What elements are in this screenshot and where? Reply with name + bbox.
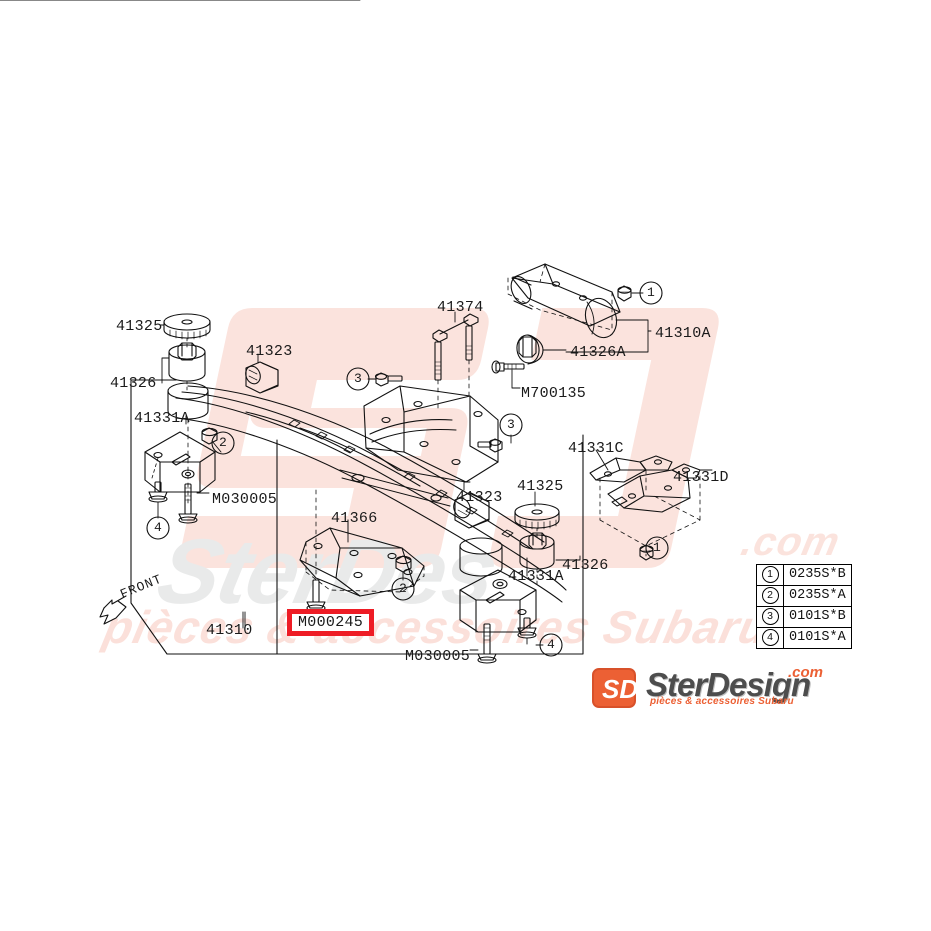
part-41331A-left [144, 431, 216, 493]
fastener-1-lower [639, 544, 654, 561]
part-differential-housing [363, 385, 499, 483]
highlighted-part-number: M000245 [298, 614, 364, 631]
part-41323-center [453, 492, 490, 529]
label-M700135: M700135 [521, 385, 587, 402]
part-41325-left [163, 313, 211, 340]
fastener-M030005-center [477, 623, 497, 664]
legend-code-2: 0235S*A [783, 585, 852, 607]
legend-num-cell: 3 [756, 606, 784, 628]
label-M030005-left: M030005 [212, 491, 278, 508]
part-41374 [432, 313, 479, 381]
label-41310A: 41310A [655, 325, 711, 342]
fastener-M030005-left [178, 483, 198, 524]
fastener-4-left [148, 481, 168, 503]
fastener-1-upper [617, 285, 632, 302]
legend-code-4: 0101S*A [783, 627, 852, 649]
part-41310A [510, 263, 621, 339]
part-41331A-center [459, 569, 537, 633]
front-arrow [99, 595, 127, 625]
label-M030005-center: M030005 [405, 648, 471, 665]
legend-circle-1: 1 [761, 566, 779, 583]
fastener-3-right [477, 438, 503, 453]
label-41331A-mid: 41331A [508, 568, 564, 585]
highlighted-part-number-box[interactable]: M000245 [287, 609, 374, 636]
legend-row: 3 0101S*B [756, 606, 852, 628]
label-41326-mid: 41326 [562, 557, 609, 574]
part-41326A [516, 334, 544, 365]
brand-logo[interactable]: SD SterDesign .com pièces & accessoires … [592, 664, 850, 714]
sterdesign-monogram-icon: SD [592, 668, 639, 708]
bubble-3-mid: 3 [354, 371, 363, 386]
bubble-1-top: 1 [647, 285, 656, 300]
legend-table: 1 0235S*B 2 0235S*A 3 0101S*B 4 0 [756, 564, 852, 649]
legend-circle-2: 2 [761, 587, 779, 604]
label-41374: 41374 [437, 299, 484, 316]
legend-circle-4: 4 [761, 629, 779, 646]
label-41331D: 41331D [673, 469, 729, 486]
label-41325-left: 41325 [116, 318, 163, 335]
bubble-2-left: 2 [219, 435, 228, 450]
bubble-4-center: 4 [547, 637, 556, 652]
label-41323-left: 41323 [246, 343, 293, 360]
legend-row: 1 0235S*B [756, 564, 852, 586]
bubble-2-center: 2 [399, 581, 408, 596]
label-41325-mid: 41325 [517, 478, 564, 495]
brand-tagline: pièces & accessoires Subaru [650, 696, 794, 707]
part-41325-center [514, 503, 560, 530]
bubble-4-left: 4 [154, 520, 163, 535]
part-bushing-center [519, 532, 555, 570]
label-41326-left: 41326 [110, 375, 157, 392]
legend-num-cell: 2 [756, 585, 784, 607]
fastener-2-center [395, 555, 412, 573]
fastener-3-left [374, 372, 403, 387]
label-41326A: 41326A [570, 344, 626, 361]
label-41331A-left: 41331A [134, 410, 190, 427]
legend-num-cell: 4 [756, 627, 784, 649]
part-41326-center [459, 537, 503, 577]
legend-circle-3: 3 [761, 608, 779, 625]
fastener-M700135 [491, 360, 525, 374]
legend-num-cell: 1 [756, 564, 784, 586]
fastener-2-left [201, 427, 218, 445]
part-bushing-left [168, 342, 206, 382]
part-41323-left [245, 361, 279, 394]
label-41331C: 41331C [568, 440, 624, 457]
legend-row: 4 0101S*A [756, 627, 852, 649]
monogram-text: SD [602, 674, 639, 704]
bubble-1-right: 1 [653, 540, 662, 555]
fastener-4-center [517, 617, 537, 639]
fastener-41366-bolt [306, 579, 326, 612]
bubble-3-right: 3 [507, 417, 516, 432]
brand-tld: .com [788, 664, 824, 681]
label-41323-mid: 41323 [456, 489, 503, 506]
legend-row: 2 0235S*A [756, 585, 852, 607]
label-41310: 41310 [206, 622, 253, 639]
legend-code-3: 0101S*B [783, 606, 852, 628]
legend-code-1: 0235S*B [783, 564, 852, 586]
label-41366: 41366 [331, 510, 378, 527]
brand-name: SterDesign [646, 666, 811, 703]
part-41331D [607, 463, 701, 513]
